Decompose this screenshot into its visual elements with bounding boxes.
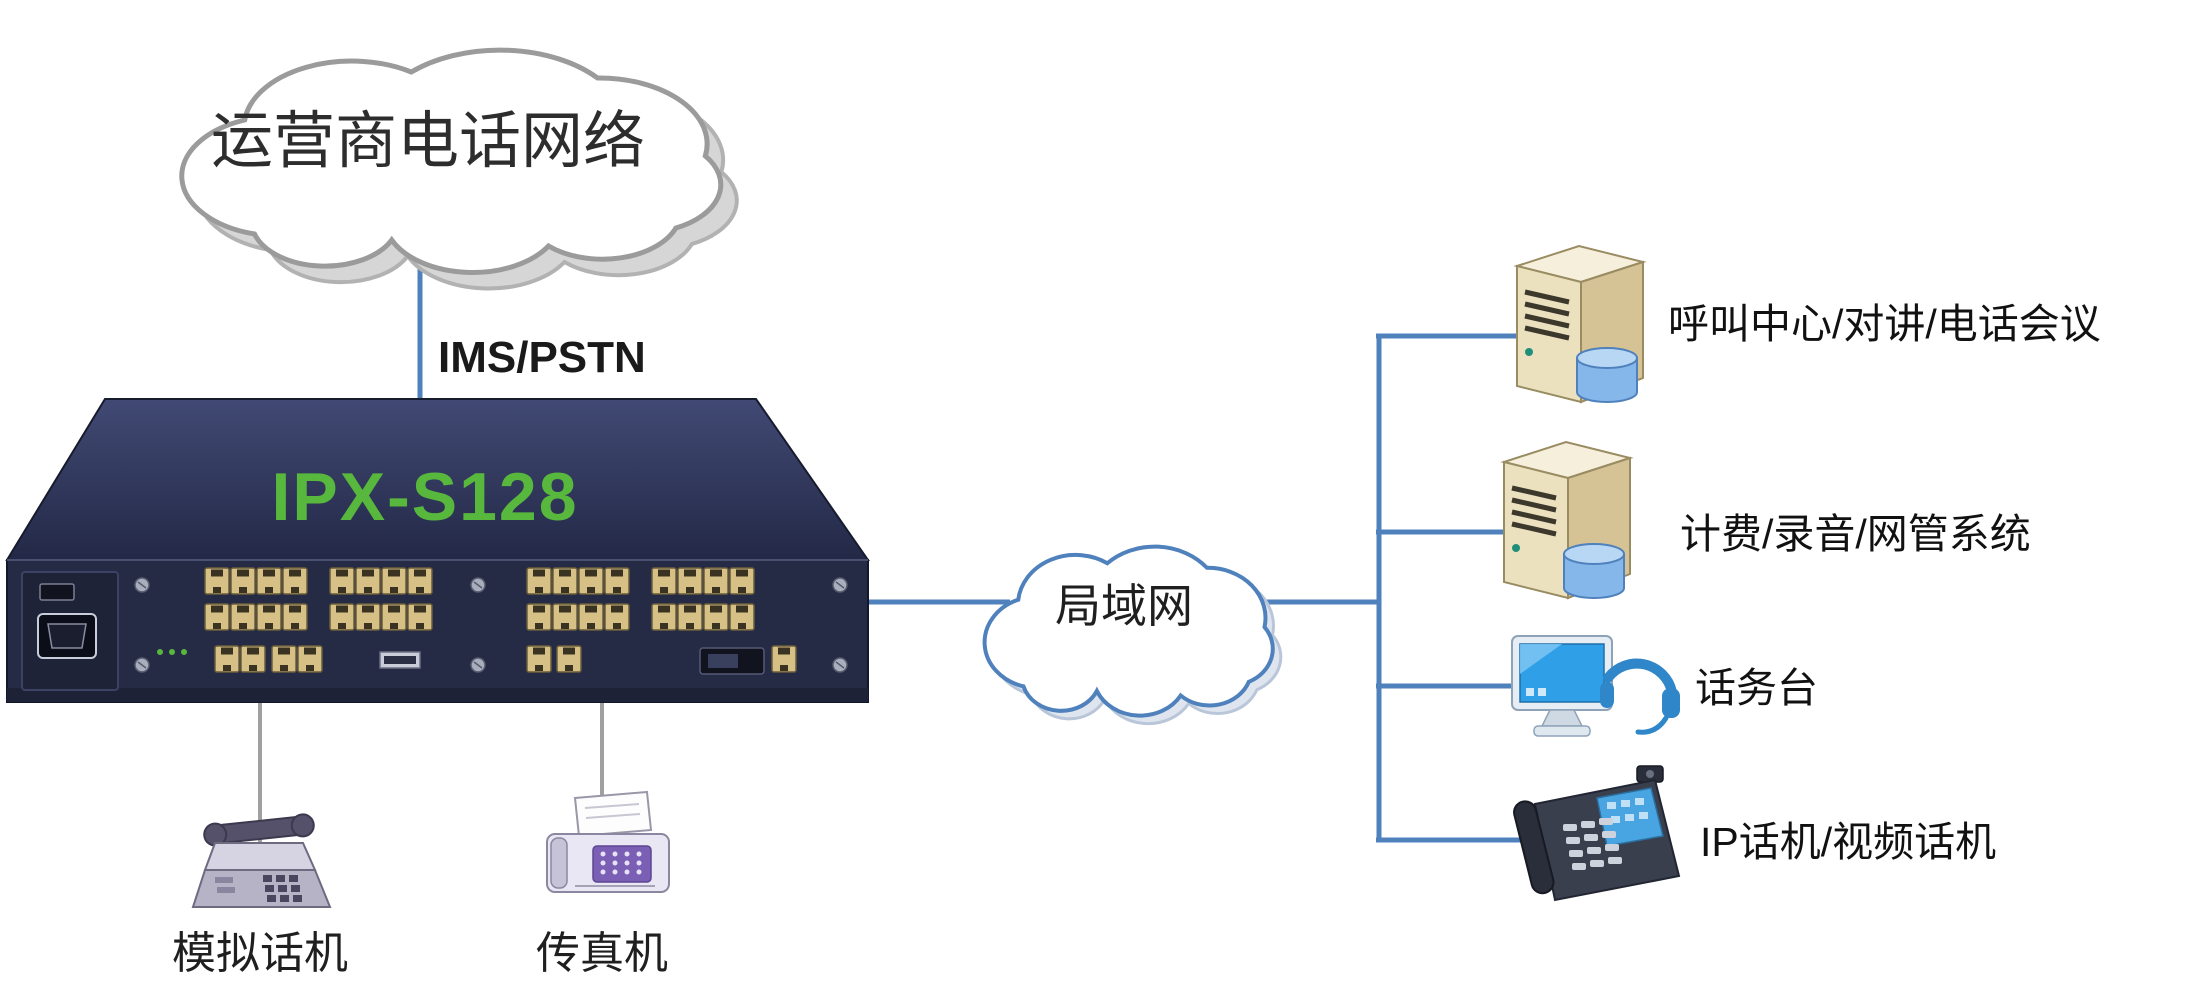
fax-keypad <box>592 845 652 883</box>
pbx-power-module <box>21 571 119 691</box>
power-switch <box>39 583 75 601</box>
ip-phone-icon <box>1513 765 1681 902</box>
phone-body <box>191 869 332 908</box>
fax-machine-icon <box>546 790 670 893</box>
pbx-model-label: IPX-S128 <box>271 459 578 535</box>
uplink-port <box>771 645 797 673</box>
lan-cloud-label: 局域网 <box>1055 580 1193 632</box>
headset-earcup-left <box>1600 682 1614 708</box>
pbx-front-bottom-strip <box>7 688 868 702</box>
headset-mic <box>1635 715 1669 735</box>
carrier-cloud: 运营商电话网络 <box>182 50 737 288</box>
headset-earcup-right <box>1662 688 1680 718</box>
lan-cloud: 局域网 <box>985 547 1281 724</box>
operator-console-icon <box>1511 635 1680 737</box>
pbx-console-module <box>699 647 765 675</box>
analog-phone-icon <box>191 813 332 908</box>
pbx-status-leds <box>157 649 187 655</box>
pbx-usb-port <box>379 651 421 669</box>
trunk-label: IMS/PSTN <box>438 333 646 382</box>
phone-keypad <box>1563 818 1622 870</box>
server-icon-call-center <box>1517 246 1643 402</box>
phone-handset <box>1513 800 1555 895</box>
server-icon-billing <box>1504 442 1630 598</box>
console-label: 话务台 <box>1695 665 1818 711</box>
headset-band <box>1603 658 1677 697</box>
ip-phone-label: IP话机/视频话机 <box>1700 819 1996 865</box>
phone-deck <box>203 842 317 871</box>
billing-label: 计费/录音/网管系统 <box>1680 511 2031 557</box>
carrier-cloud-label: 运营商电话网络 <box>211 107 645 176</box>
phone-keypad <box>263 875 302 902</box>
analog-phone-label: 模拟话机 <box>172 929 348 978</box>
wan-port <box>526 645 552 673</box>
pbx-device: IPX-S128 <box>5 398 870 703</box>
monitor-stand <box>1540 709 1584 727</box>
fax-handset <box>550 837 568 889</box>
fax-label: 传真机 <box>536 929 668 978</box>
lan-port <box>556 645 582 673</box>
call-center-label: 呼叫中心/对讲/电话会议 <box>1668 301 2101 347</box>
fax-paper <box>573 790 653 838</box>
monitor-base <box>1533 725 1591 737</box>
